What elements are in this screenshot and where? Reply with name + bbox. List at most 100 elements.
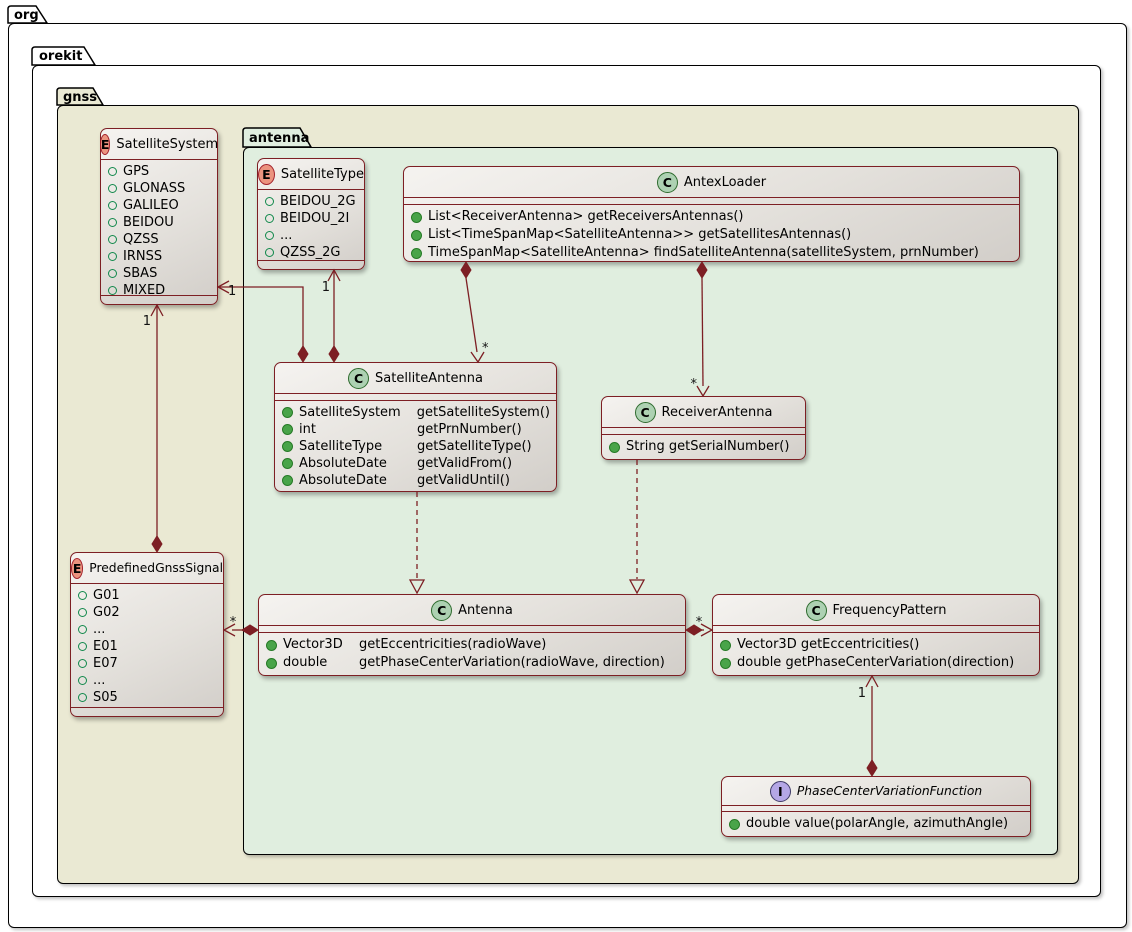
enum-predefined-gnss-signal-box: E PredefinedGnssSignal G01 G02 ... E01 E… [70, 552, 224, 717]
method-row: List<ReceiverAntenna> getReceiversAntenn… [411, 208, 1013, 226]
class-title: E SatelliteSystem [99, 129, 218, 160]
enum-constant: BEIDOU [123, 215, 174, 230]
method-signature: String getSerialNumber() [626, 439, 790, 454]
method-signature: getEccentricities(radioWave) [359, 637, 547, 652]
class-name: SatelliteType [280, 166, 364, 182]
method-icon [266, 657, 277, 669]
class-title: E PredefinedGnssSignal [71, 553, 223, 584]
empty-fields-compartment [602, 428, 805, 435]
empty-fields-compartment [722, 806, 1030, 812]
method-icon [282, 407, 293, 418]
field-icon [108, 286, 117, 295]
method-return-type: double [283, 655, 328, 670]
enum-constant-row: BEIDOU [108, 214, 211, 231]
enum-constant: G01 [93, 588, 120, 603]
enum-constant-row: S05 [78, 689, 217, 706]
enum-constant: ... [93, 622, 106, 637]
method-row: double getPhaseCenterVariation(direction… [720, 654, 1033, 672]
enum-constant: ... [280, 228, 293, 243]
enum-constant-row: GPS [108, 163, 211, 180]
enum-constant: GLONASS [123, 181, 186, 196]
enum-constant-row: ... [78, 672, 217, 689]
interface-icon: I [769, 780, 791, 802]
class-icon: C [656, 171, 678, 193]
class-receiver-antenna-box: C ReceiverAntenna String getSerialNumber… [601, 396, 806, 460]
method-signature: getValidUntil() [417, 473, 510, 488]
class-name: FrequencyPattern [832, 602, 947, 618]
method-signature: getValidFrom() [417, 456, 513, 471]
class-name: Antenna [458, 602, 513, 618]
enum-constant: E07 [93, 656, 118, 671]
enum-icon: E [258, 163, 275, 185]
enum-constant: G02 [93, 605, 120, 620]
class-name: ReceiverAntenna [661, 404, 773, 420]
class-icon: C [348, 367, 370, 389]
class-icon: C [805, 599, 827, 621]
method-signature: getPrnNumber() [417, 422, 522, 437]
method-signature: TimeSpanMap<SatelliteAntenna> findSatell… [428, 245, 979, 260]
empty-methods-compartment [101, 295, 217, 304]
field-icon [108, 167, 117, 176]
enum-constant: GALILEO [123, 198, 179, 213]
enum-icon: E [71, 557, 84, 579]
method-row: List<TimeSpanMap<SatelliteAntenna>> getS… [411, 226, 1013, 244]
empty-methods-compartment [71, 707, 223, 716]
enum-constant: S05 [93, 690, 118, 705]
method-icon [282, 475, 293, 486]
field-icon [78, 659, 87, 668]
enum-constant-row: GLONASS [108, 180, 211, 197]
enum-constant: QZSS_2G [280, 245, 341, 260]
enum-constant-row: G01 [78, 587, 217, 604]
method-row: SatelliteType getSatelliteType() [282, 438, 550, 455]
method-signature: double value(polarAngle, azimuthAngle) [746, 816, 1009, 831]
field-icon [78, 608, 87, 617]
class-title: C AntexLoader [404, 167, 1019, 198]
enum-constant-row: ... [265, 227, 358, 244]
method-row: Vector3D getEccentricities() [720, 636, 1033, 654]
class-title: E SatelliteType [258, 159, 364, 190]
enum-constant-row: MIXED [108, 282, 211, 299]
method-return-type: SatelliteType [299, 439, 383, 454]
field-icon [78, 693, 87, 702]
package-label-org: org [14, 8, 39, 23]
class-name: AntexLoader [683, 174, 767, 190]
interface-name: PhaseCenterVariationFunction [796, 784, 983, 798]
method-return-type: SatelliteSystem [299, 405, 401, 420]
method-icon [411, 247, 422, 259]
class-title: C SatelliteAntenna [275, 363, 556, 394]
enum-constant-row: G02 [78, 604, 217, 621]
field-icon [108, 235, 117, 244]
method-icon [411, 211, 422, 223]
field-icon [108, 252, 117, 261]
field-icon [78, 625, 87, 634]
enum-constant-row: QZSS_2G [265, 244, 358, 261]
field-icon [78, 591, 87, 600]
method-row: String getSerialNumber() [609, 438, 799, 456]
enum-constant: IRNSS [123, 249, 163, 264]
field-icon [265, 248, 274, 257]
field-icon [108, 218, 117, 227]
method-icon [729, 818, 740, 830]
package-frame-antenna [243, 147, 1058, 855]
enum-constant: QZSS [123, 232, 159, 247]
method-signature: double getPhaseCenterVariation(direction… [737, 655, 1015, 670]
enum-constant-row: E01 [78, 638, 217, 655]
class-antex-loader-box: C AntexLoader List<ReceiverAntenna> getR… [403, 166, 1020, 262]
method-signature: Vector3D getEccentricities() [737, 637, 920, 652]
field-icon [78, 642, 87, 651]
method-return-type: Vector3D [283, 637, 343, 652]
method-icon [266, 639, 277, 651]
method-icon [282, 441, 293, 452]
method-signature: getSatelliteType() [417, 439, 532, 454]
method-icon [609, 441, 620, 453]
enum-constant-row: ... [78, 621, 217, 638]
method-return-type: int [299, 422, 316, 437]
enum-constant: E01 [93, 639, 118, 654]
enum-satellite-system-box: E SatelliteSystem GPS GLONASS GALILEO BE… [99, 128, 218, 305]
field-icon [78, 676, 87, 685]
class-title: C FrequencyPattern [713, 595, 1039, 626]
